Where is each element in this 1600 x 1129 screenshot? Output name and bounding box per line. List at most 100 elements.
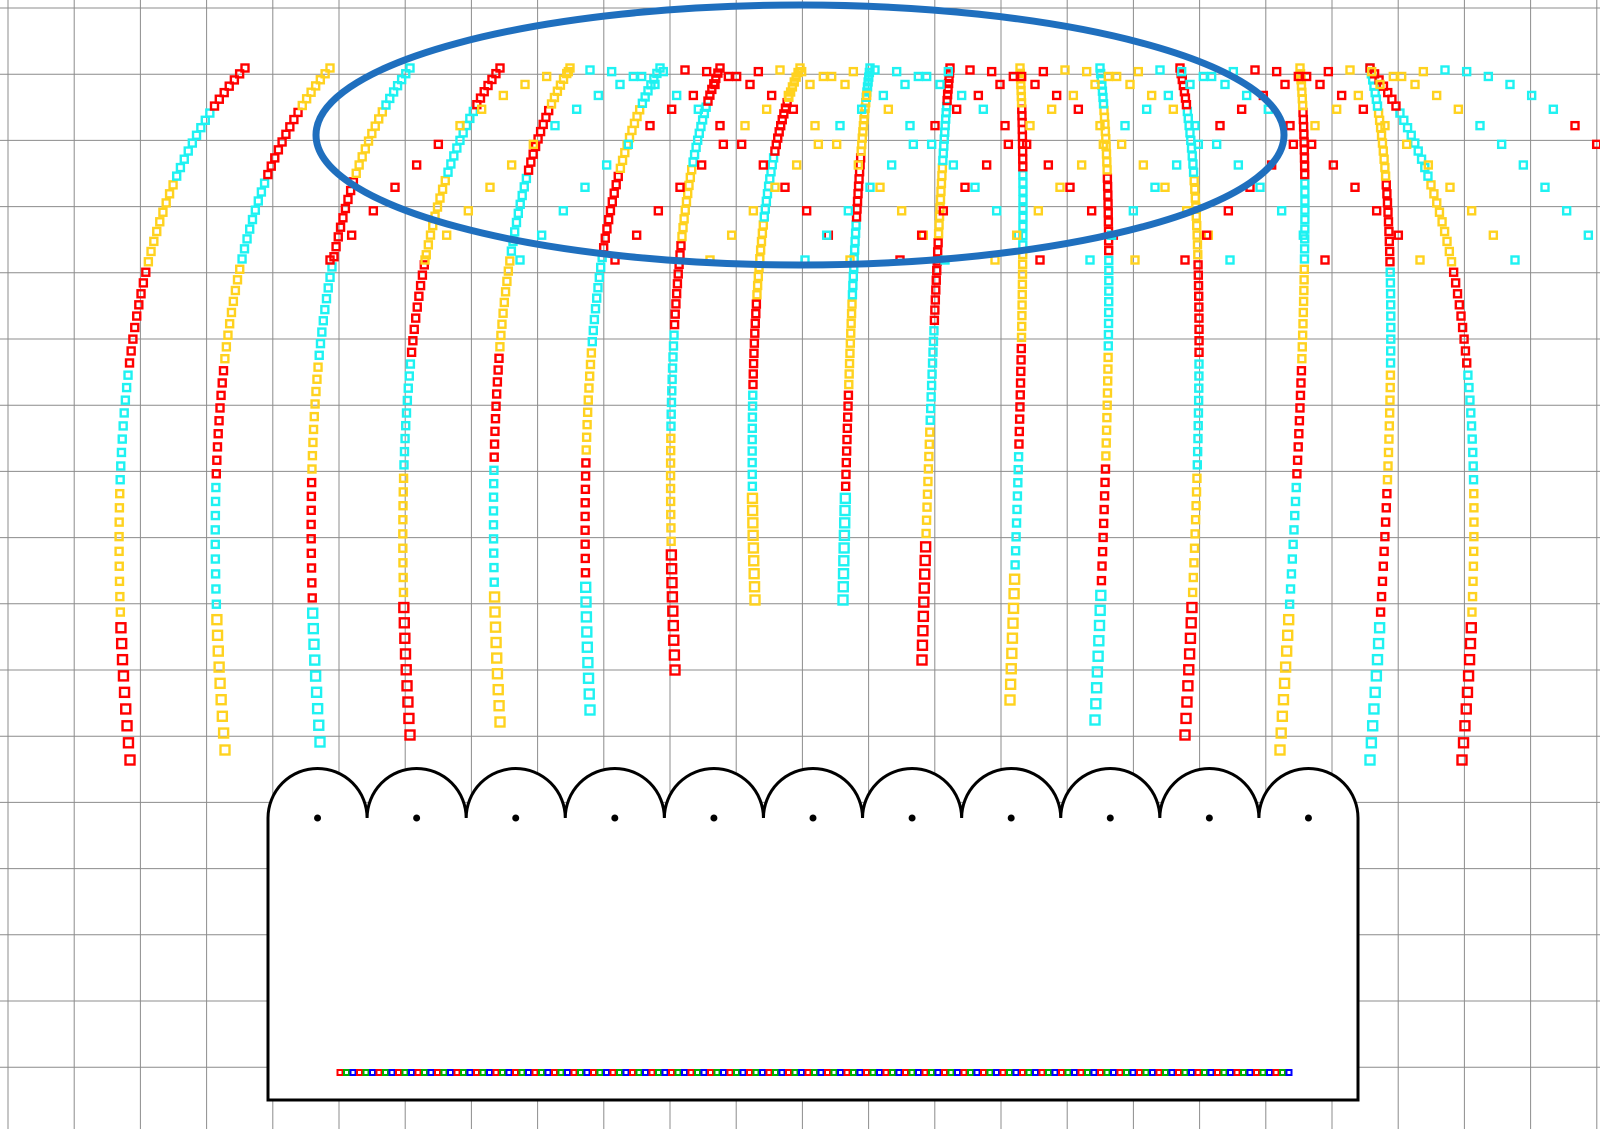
trajectory-bead — [934, 220, 944, 230]
trajectory-bead — [1464, 637, 1477, 650]
trajectory-bead — [398, 515, 408, 525]
base-strip-bead — [356, 1069, 363, 1076]
base-strip-bead — [648, 1069, 656, 1076]
trajectory-bead — [1102, 165, 1112, 175]
trajectory-bead — [762, 188, 773, 199]
trajectory-bead — [318, 316, 328, 326]
trajectory-bead — [1089, 714, 1101, 726]
trajectory-bead — [1298, 296, 1309, 307]
trajectory-bead — [149, 236, 159, 247]
trajectory-bead — [114, 517, 124, 527]
trajectory-bead — [688, 90, 699, 101]
trajectory-bead — [130, 322, 140, 333]
trajectory-bead — [1295, 63, 1305, 73]
trajectory-bead — [210, 496, 221, 507]
base-strip-bead — [1259, 1069, 1267, 1076]
trajectory-bead — [306, 548, 317, 558]
base-strip-bead — [1032, 1069, 1039, 1076]
trajectory-bead — [681, 197, 692, 207]
trajectory-bead — [718, 139, 729, 150]
trajectory-bead — [1015, 390, 1025, 400]
trajectory-bead — [1290, 510, 1300, 521]
trajectory-bead — [680, 205, 690, 215]
base-strip-bead — [798, 1069, 805, 1076]
trajectory-bead — [212, 442, 223, 452]
trajectory-bead — [1469, 531, 1479, 542]
trajectory-bead — [230, 285, 241, 296]
trajectory-bead — [1096, 575, 1107, 586]
trajectory-bead — [580, 553, 590, 564]
base-strip-bead — [765, 1069, 773, 1076]
trajectory-bead — [582, 672, 595, 684]
trajectory-bead — [1017, 310, 1027, 321]
base-strip-bead — [1285, 1069, 1293, 1076]
trajectory-bead — [1464, 382, 1474, 393]
trajectory-bead — [343, 194, 353, 205]
trajectory-bead — [1315, 79, 1325, 90]
trajectory-bead — [1018, 186, 1028, 196]
trajectory-bead — [259, 178, 270, 188]
trajectory-bead — [1298, 307, 1309, 318]
trajectory-bead — [908, 139, 919, 150]
trajectory-bead — [1284, 599, 1295, 609]
trajectory-bead — [411, 160, 422, 170]
trajectory-bead — [1462, 670, 1475, 682]
trajectory-bead — [666, 421, 676, 431]
base-strip-bead — [349, 1069, 357, 1076]
trajectory-bead — [121, 720, 133, 732]
trajectory-bead — [766, 90, 777, 101]
base-strip-bead — [1116, 1069, 1124, 1076]
base-strip-bead — [882, 1069, 890, 1076]
trajectory-bead — [667, 619, 679, 632]
trajectory-bead — [398, 501, 408, 511]
trajectory-bead — [1010, 546, 1021, 556]
trajectory-bead — [1033, 206, 1044, 216]
base-strip-bead — [629, 1069, 636, 1076]
trajectory-bead — [517, 190, 527, 201]
trajectory-bead — [921, 515, 932, 525]
trajectory-bead — [398, 473, 409, 483]
base-strip-bead — [622, 1069, 630, 1076]
trajectory-bead — [263, 169, 273, 180]
trajectory-bead — [1437, 217, 1447, 227]
base-strip-bead — [655, 1069, 662, 1076]
trajectory-bead — [1013, 464, 1023, 475]
trajectory-bead — [693, 104, 704, 114]
trajectory-bead — [925, 415, 935, 425]
trajectory-bead — [925, 427, 935, 437]
trajectory-bead — [1068, 90, 1079, 101]
trajectory-bead — [310, 686, 323, 698]
trajectory-bead — [1017, 259, 1028, 269]
trajectory-bead — [212, 455, 222, 465]
trajectory-bead — [1189, 543, 1200, 553]
trajectory-bead — [837, 594, 849, 606]
trajectory-bead — [853, 188, 863, 199]
trajectory-bead — [132, 311, 142, 321]
trajectory-bead — [1383, 447, 1394, 458]
trajectory-bead — [1101, 425, 1112, 435]
trajectory-bead — [580, 525, 590, 535]
trajectory-bead — [1300, 214, 1310, 225]
trajectory-bead — [805, 79, 815, 90]
trajectory-bead — [489, 606, 501, 618]
trajectory-bead — [1375, 79, 1385, 90]
trajectory-bead — [1104, 286, 1114, 296]
trajectory-bead — [232, 275, 243, 285]
trajectory-bead — [930, 305, 940, 315]
trajectory-bead — [1345, 65, 1355, 75]
trajectory-bead — [503, 266, 514, 276]
trajectory-bead — [1280, 79, 1290, 90]
trajectory-bead — [666, 409, 676, 419]
base-strip-bead — [700, 1069, 708, 1076]
trajectory-bead — [1297, 354, 1307, 364]
trajectory-bead — [943, 66, 954, 77]
trajectory-bead — [933, 238, 943, 248]
trajectory-bead — [787, 82, 798, 92]
trajectory-bead — [234, 69, 245, 79]
trajectory-bead — [865, 182, 875, 192]
trajectory-bead — [752, 290, 762, 300]
trajectory-bead — [1423, 171, 1433, 181]
base-strip-bead — [460, 1069, 467, 1076]
trajectory-bead — [1190, 184, 1200, 194]
base-strip-bead — [928, 1069, 935, 1076]
